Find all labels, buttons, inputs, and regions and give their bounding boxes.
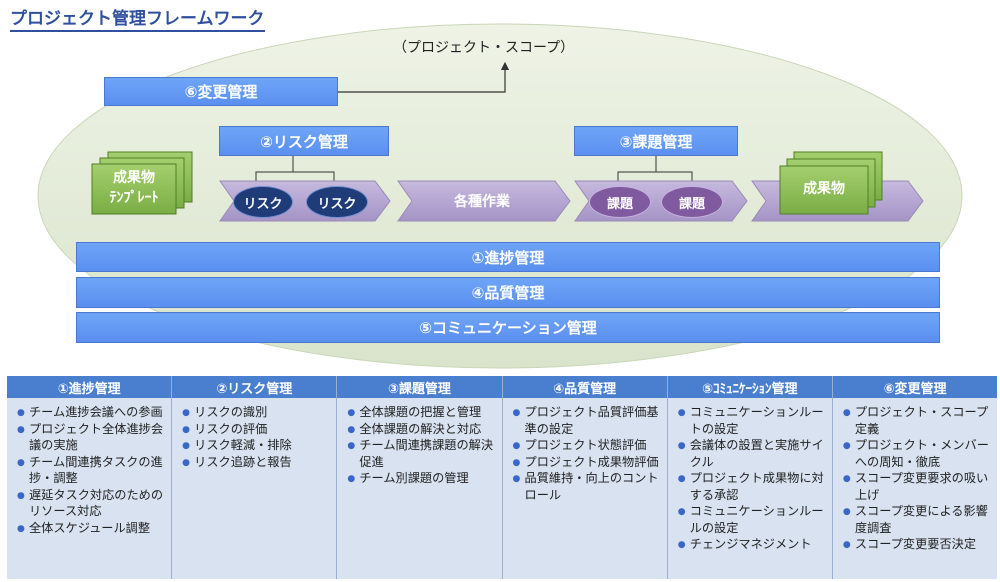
list-item: リスク追跡と報告 — [182, 454, 330, 470]
issue-pill-1: 課題 — [589, 186, 651, 218]
column-header: ④品質管理 — [502, 376, 667, 398]
table-column: ⑤ｺﾐｭﾆｹｰｼｮﾝ管理コミュニケーションルートの設定会議体の設置と実施サイクル… — [667, 376, 833, 579]
list-item: リスクの評価 — [182, 421, 330, 437]
table-column: ②リスク管理リスクの識別リスクの評価リスク軽減・排除リスク追跡と報告 — [172, 376, 338, 579]
scope-arrow — [338, 61, 510, 93]
column-body: 全体課題の把握と管理全体課題の解決と対応チーム間連携課題の解決促進チーム別課題の… — [337, 398, 502, 579]
task-list: コミュニケーションルートの設定会議体の設置と実施サイクルプロジェクト成果物に対す… — [676, 404, 826, 553]
table-column: ④品質管理プロジェクト品質評価基準の設定プロジェクト状態評価プロジェクト成果物評… — [502, 376, 668, 579]
task-list: プロジェクト・スコープ定義プロジェクト・メンバーへの周知・徹底スコープ変更要求の… — [841, 404, 991, 553]
chevron-work — [397, 180, 571, 222]
list-item: 会議体の設置と実施サイクル — [678, 437, 826, 470]
list-item: プロジェクト状態評価 — [513, 437, 661, 454]
scope-label: （プロジェクト・スコープ） — [393, 40, 575, 56]
list-item: プロジェクト全体進捗会議の実施 — [17, 421, 165, 454]
list-item: プロジェクト・メンバーへの周知・徹底 — [843, 437, 991, 470]
template-stack-label: 成果物 ﾃﾝﾌﾟﾚｰﾄ — [92, 168, 176, 208]
page-title: プロジェクト管理フレームワーク — [10, 4, 265, 32]
list-item: スコープ変更要求の吸い上げ — [843, 470, 991, 503]
list-item: 全体課題の解決と対応 — [347, 421, 495, 437]
list-item: コミュニケーションルートの設定 — [678, 404, 826, 437]
task-list: チーム進捗会議への参画プロジェクト全体進捗会議の実施チーム間連携タスクの進捗・調… — [15, 404, 165, 537]
list-item: 全体課題の把握と管理 — [347, 404, 495, 421]
issue-pill-2: 課題 — [661, 186, 723, 218]
risk-pill-1: リスク — [233, 186, 293, 218]
list-item: 品質維持・向上のコントロール — [513, 470, 661, 503]
column-body: プロジェクト品質評価基準の設定プロジェクト状態評価プロジェクト成果物評価品質維持… — [502, 398, 667, 579]
list-item: スコープ変更要否決定 — [843, 536, 991, 553]
column-header: ②リスク管理 — [172, 376, 337, 398]
list-item: チーム進捗会議への参画 — [17, 404, 165, 421]
deliverable-stack-label: 成果物 — [803, 181, 845, 197]
issue-management-box: ③課題管理 — [574, 126, 738, 156]
deliverable-stack-layer — [779, 165, 869, 215]
quality-management-bar: ④品質管理 — [76, 277, 940, 308]
column-body: リスクの識別リスクの評価リスク軽減・排除リスク追跡と報告 — [172, 398, 337, 579]
list-item: プロジェクト成果物に対する承認 — [678, 470, 826, 503]
management-table: ①進捗管理チーム進捗会議への参画プロジェクト全体進捗会議の実施チーム間連携タスク… — [7, 376, 998, 579]
column-body: チーム進捗会議への参画プロジェクト全体進捗会議の実施チーム間連携タスクの進捗・調… — [7, 398, 172, 579]
list-item: リスク軽減・排除 — [182, 437, 330, 454]
template-line-1: 成果物 — [113, 170, 155, 186]
column-header: ③課題管理 — [337, 376, 502, 398]
table-column: ⑥変更管理プロジェクト・スコープ定義プロジェクト・メンバーへの周知・徹底スコープ… — [832, 376, 998, 579]
risk-management-box: ②リスク管理 — [219, 126, 389, 156]
risk-pill-2: リスク — [306, 186, 368, 218]
change-management-box: ⑥変更管理 — [104, 77, 338, 106]
list-item: チーム間連携課題の解決促進 — [347, 437, 495, 470]
column-body: プロジェクト・スコープ定義プロジェクト・メンバーへの周知・徹底スコープ変更要求の… — [832, 398, 998, 579]
list-item: プロジェクト成果物評価 — [513, 454, 661, 470]
column-header: ⑥変更管理 — [832, 376, 998, 398]
task-list: 全体課題の把握と管理全体課題の解決と対応チーム間連携課題の解決促進チーム別課題の… — [345, 404, 495, 487]
column-body: コミュニケーションルートの設定会議体の設置と実施サイクルプロジェクト成果物に対す… — [667, 398, 832, 579]
list-item: チーム間連携タスクの進捗・調整 — [17, 454, 165, 487]
list-item: コミュニケーションルールの設定 — [678, 503, 826, 536]
communication-management-bar: ⑤コミュニケーション管理 — [76, 312, 940, 343]
list-item: プロジェクト・スコープ定義 — [843, 404, 991, 437]
column-header: ⑤ｺﾐｭﾆｹｰｼｮﾝ管理 — [667, 376, 832, 398]
table-column: ①進捗管理チーム進捗会議への参画プロジェクト全体進捗会議の実施チーム間連携タスク… — [7, 376, 173, 579]
template-line-2: ﾃﾝﾌﾟﾚｰﾄ — [109, 190, 159, 206]
list-item: リスクの識別 — [182, 404, 330, 421]
progress-management-bar: ①進捗管理 — [76, 242, 940, 272]
task-list: プロジェクト品質評価基準の設定プロジェクト状態評価プロジェクト成果物評価品質維持… — [511, 404, 661, 503]
list-item: チェンジマネジメント — [678, 536, 826, 553]
template-stack-layer — [91, 163, 177, 215]
list-item: 全体スケジュール調整 — [17, 520, 165, 536]
task-list: リスクの識別リスクの評価リスク軽減・排除リスク追跡と報告 — [180, 404, 330, 471]
list-item: チーム別課題の管理 — [347, 470, 495, 487]
work-label: 各種作業 — [454, 194, 510, 210]
list-item: スコープ変更による影響度調査 — [843, 503, 991, 536]
table-column: ③課題管理全体課題の把握と管理全体課題の解決と対応チーム間連携課題の解決促進チー… — [337, 376, 503, 579]
list-item: 遅延タスク対応のためのリソース対応 — [17, 487, 165, 520]
column-header: ①進捗管理 — [7, 376, 172, 398]
list-item: プロジェクト品質評価基準の設定 — [513, 404, 661, 437]
